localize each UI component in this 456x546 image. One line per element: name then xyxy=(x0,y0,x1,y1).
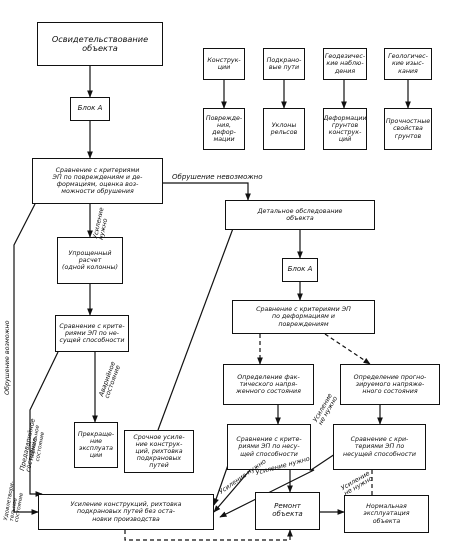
box-strength-soil: Прочностные свойства грунтов xyxy=(384,108,432,150)
box-detailed-survey: Детальное обследование объекта xyxy=(225,200,375,230)
arrow-prefailure-state xyxy=(29,351,59,497)
arrow-collapse-unlikely xyxy=(163,182,251,201)
box-survey: Освидетельствование объекта xyxy=(37,22,163,66)
box-deformation-soil-structures: Деформации грунтов конструк- ций xyxy=(323,108,367,150)
box-rail-slopes: Уклоны рельсов xyxy=(263,108,305,150)
box-compare-bearing-3: Сравнение с кри- териями ЭП по несущей с… xyxy=(333,424,426,470)
box-block-a-1: Блок А xyxy=(70,97,110,121)
box-normal-operation: Нормальная эксплуатация объекта xyxy=(344,495,429,533)
box-crane-tracks: Подкрано- вые пути xyxy=(263,48,305,80)
label-collapse-unlikely: Обрушение невозможно xyxy=(172,173,263,181)
box-compare-criteria-1: Сравнение с критериями ЭП по повреждения… xyxy=(32,158,163,204)
arrow-reinforce-to-repair-dashed xyxy=(124,529,293,541)
box-compare-bearing-2: Сравнение с крите- риями ЭП по несу- щей… xyxy=(227,424,311,470)
arrow-reinforce-needed-2 xyxy=(213,469,251,513)
box-actual-stress: Определение фак- тического напря- женног… xyxy=(223,364,314,405)
arrow-compare-to-forecast-dashed xyxy=(324,333,371,365)
box-compare-criteria-2: Сравнение с критериями ЭП по деформациям… xyxy=(232,300,375,334)
box-stop-operation: Прекраще- ние эксплуата ции xyxy=(74,422,118,468)
box-forecast-stress: Определение прогно- зируемого напряже- н… xyxy=(340,364,440,405)
box-geodetic: Геодезичес- кие наблю- дения xyxy=(323,48,367,80)
box-simplified-calc: Упрощенный расчет (одной колонны) xyxy=(57,237,123,284)
box-compare-bearing-1: Сравнение с крите- риями ЭП по не- сущей… xyxy=(55,315,129,352)
box-repair: Ремонт объекта xyxy=(255,492,320,530)
box-block-a-2: Блок А xyxy=(282,258,318,282)
label-collapse-possible: Обрушение возможно xyxy=(3,320,11,395)
box-geological: Геологичес- кие изыс- кания xyxy=(384,48,432,80)
arrow-collapse-possible xyxy=(13,203,39,515)
box-urgent-reinforcement: Срочное усиле- ние конструк- ций, рихтов… xyxy=(124,430,194,473)
box-structures: Конструк- ции xyxy=(203,48,245,80)
box-damage-deformation: Поврежде- ния, дефор- мации xyxy=(203,108,245,150)
arrow-urgent-to-detailed xyxy=(157,214,239,431)
box-reinforcement-no-stop: Усиление конструкций, рихтовка подкранов… xyxy=(38,494,214,530)
